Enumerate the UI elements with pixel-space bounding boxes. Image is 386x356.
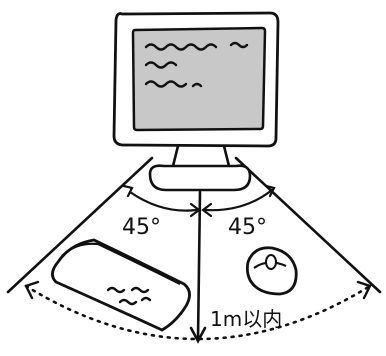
keyboard-top-edge	[61, 242, 181, 285]
keyboard-icon	[51, 238, 191, 332]
mouse-icon	[245, 246, 298, 296]
left-boundary-line	[6, 156, 154, 294]
keyboard-keys	[106, 286, 152, 306]
mouse-body	[245, 246, 298, 296]
screen-scribbles	[144, 41, 249, 88]
monitor-base	[148, 164, 252, 192]
monitor-screen	[131, 26, 267, 132]
keyboard-body	[51, 238, 191, 332]
left-angle-arc	[128, 190, 198, 212]
right-boundary-line	[234, 156, 382, 294]
view-boundary-lines	[6, 156, 382, 294]
distance-arrow	[189, 190, 207, 344]
distance-label: 1m以内	[210, 307, 282, 331]
mouse-wheel	[265, 254, 277, 270]
dotted-arc-arrowheads	[24, 280, 372, 300]
right-angle-arc	[204, 188, 274, 212]
right-angle-label: 45°	[228, 215, 267, 240]
distance-dotted-arc	[24, 284, 372, 341]
angle-arcs	[122, 184, 276, 218]
left-angle-label: 45°	[122, 215, 161, 240]
monitor-icon	[112, 11, 280, 192]
